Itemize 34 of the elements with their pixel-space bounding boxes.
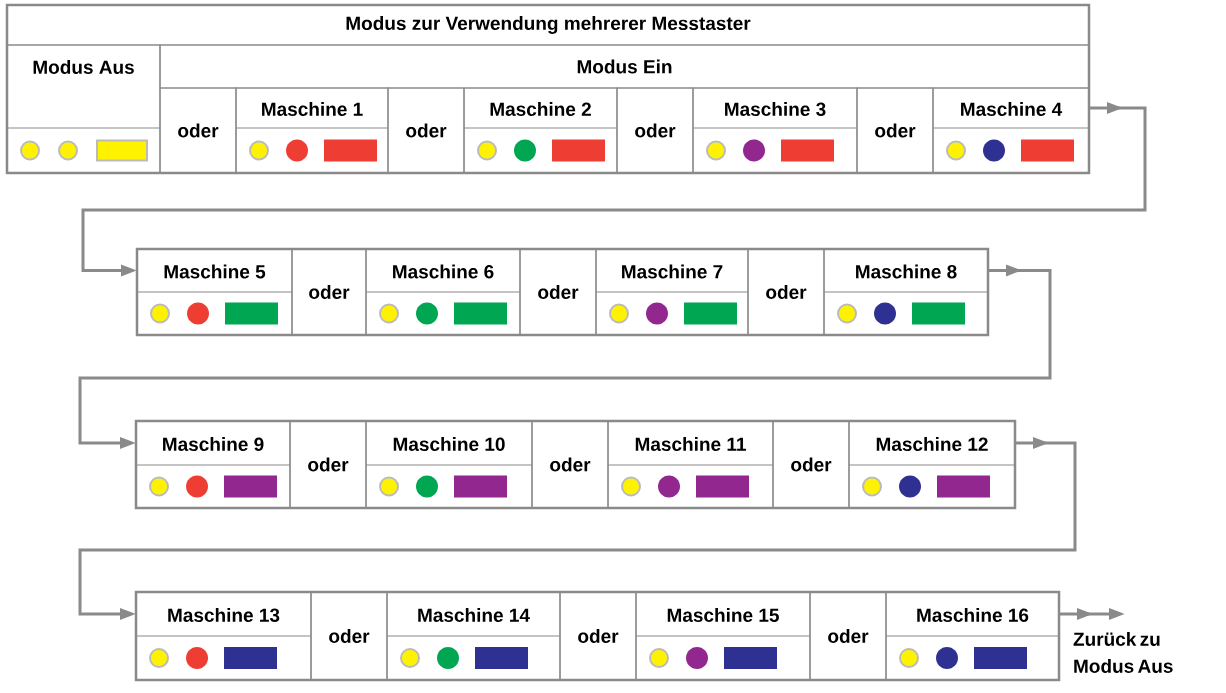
machine-cell: Maschine 8 xyxy=(823,248,989,336)
or-cell: oder xyxy=(856,87,934,174)
machine-cell: Maschine 3 xyxy=(692,87,858,174)
or-cell: oder xyxy=(159,87,237,174)
arrow xyxy=(78,437,1077,620)
machine-cell: Maschine 9 xyxy=(135,420,291,509)
machine-cell: Maschine 7 xyxy=(595,248,749,336)
machine-cell: Maschine 5 xyxy=(136,248,293,336)
machine-cell: Maschine 16 xyxy=(885,591,1060,681)
machine-cell: Maschine 14 xyxy=(386,591,561,681)
mode-cell: Modus Ein xyxy=(159,44,1090,89)
or-cell: oder xyxy=(519,248,597,336)
machine-cell: Maschine 12 xyxy=(848,420,1016,509)
machine-cell: Maschine 6 xyxy=(365,248,521,336)
machine-cell: Maschine 2 xyxy=(463,87,618,174)
or-cell: oder xyxy=(291,248,367,336)
machine-cell: Maschine 1 xyxy=(235,87,389,174)
or-cell: oder xyxy=(559,591,637,681)
or-cell: oder xyxy=(310,591,388,681)
or-cell: oder xyxy=(616,87,694,174)
machine-cell: Maschine 11 xyxy=(607,420,774,509)
or-cell: oder xyxy=(387,87,465,174)
machine-cell: Maschine 4 xyxy=(932,87,1090,174)
machine-cell: Maschine 10 xyxy=(365,420,533,509)
arrow xyxy=(78,264,1052,449)
or-cell: oder xyxy=(747,248,825,336)
machine-cell: Maschine 15 xyxy=(635,591,811,681)
mode-cell: Modus Aus xyxy=(6,44,161,174)
or-cell: oder xyxy=(289,420,367,509)
or-cell: oder xyxy=(531,420,609,509)
or-cell: oder xyxy=(772,420,850,509)
return-label: Zurück zu Modus Aus xyxy=(1073,632,1173,673)
machine-cell: Maschine 13 xyxy=(135,591,312,681)
or-cell: oder xyxy=(809,591,887,681)
